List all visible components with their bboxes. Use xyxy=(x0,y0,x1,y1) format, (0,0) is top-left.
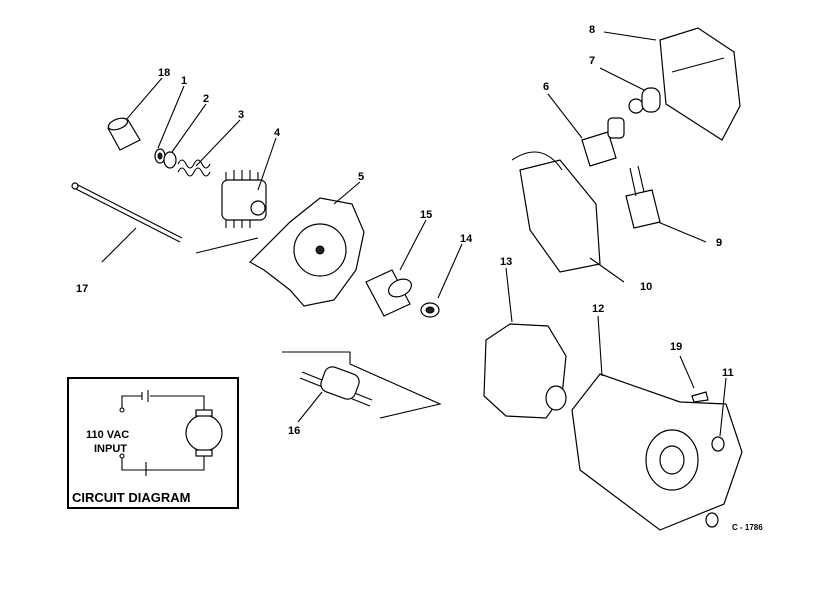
callout-16: 16 xyxy=(288,425,300,437)
callout-8: 8 xyxy=(589,24,595,36)
callout-14: 14 xyxy=(460,233,473,245)
callout-19: 19 xyxy=(670,341,682,353)
part-14-bushing xyxy=(420,302,440,318)
callout-6: 6 xyxy=(543,81,549,93)
callout-17: 17 xyxy=(76,283,88,295)
callout-2: 2 xyxy=(203,93,209,105)
part-8-cover xyxy=(659,27,741,141)
callout-4: 4 xyxy=(274,127,281,139)
circuit-title: CIRCUIT DIAGRAM xyxy=(72,490,190,505)
part-17-rod xyxy=(71,182,183,243)
drawing-code: C - 1786 xyxy=(732,523,763,532)
circuit-input-label-2: INPUT xyxy=(94,443,127,455)
part-15-sleeve xyxy=(365,269,412,317)
part-9-connector xyxy=(625,165,661,229)
callout-5: 5 xyxy=(358,171,364,183)
callout-9: 9 xyxy=(716,237,722,249)
callout-1: 1 xyxy=(181,75,187,87)
part-5-gear-housing xyxy=(195,197,365,307)
callout-15: 15 xyxy=(420,209,432,221)
part-18-cap xyxy=(107,117,141,151)
callout-7: 7 xyxy=(589,55,595,67)
circuit-input-label-1: 110 VAC xyxy=(86,429,129,441)
part-12-motor xyxy=(571,373,743,531)
part-2-washer xyxy=(163,151,177,169)
callout-12: 12 xyxy=(592,303,604,315)
part-3-spring xyxy=(177,159,211,177)
motor-symbol-icon xyxy=(185,409,223,457)
callout-10: 10 xyxy=(640,281,652,293)
leader-lines xyxy=(101,31,727,437)
part-16-shaft xyxy=(282,351,442,419)
part-7-lamp xyxy=(628,87,661,114)
part-19-clip xyxy=(691,391,709,403)
part-11-nut xyxy=(705,436,725,528)
callout-labels: 18 1 2 3 4 5 17 15 14 13 12 19 11 16 6 7… xyxy=(76,24,734,437)
callout-13: 13 xyxy=(500,256,512,268)
callout-18: 18 xyxy=(158,67,170,79)
circuit-diagram-box: 110 VAC INPUT CIRCUIT DIAGRAM xyxy=(67,377,239,509)
part-6-switch xyxy=(581,117,625,167)
circuit-wiring xyxy=(119,390,205,476)
part-13-end-bell xyxy=(483,323,567,419)
callout-11: 11 xyxy=(722,367,734,379)
part-4-gear xyxy=(221,170,267,228)
callout-3: 3 xyxy=(238,109,244,121)
part-10-switch-housing xyxy=(511,151,601,273)
